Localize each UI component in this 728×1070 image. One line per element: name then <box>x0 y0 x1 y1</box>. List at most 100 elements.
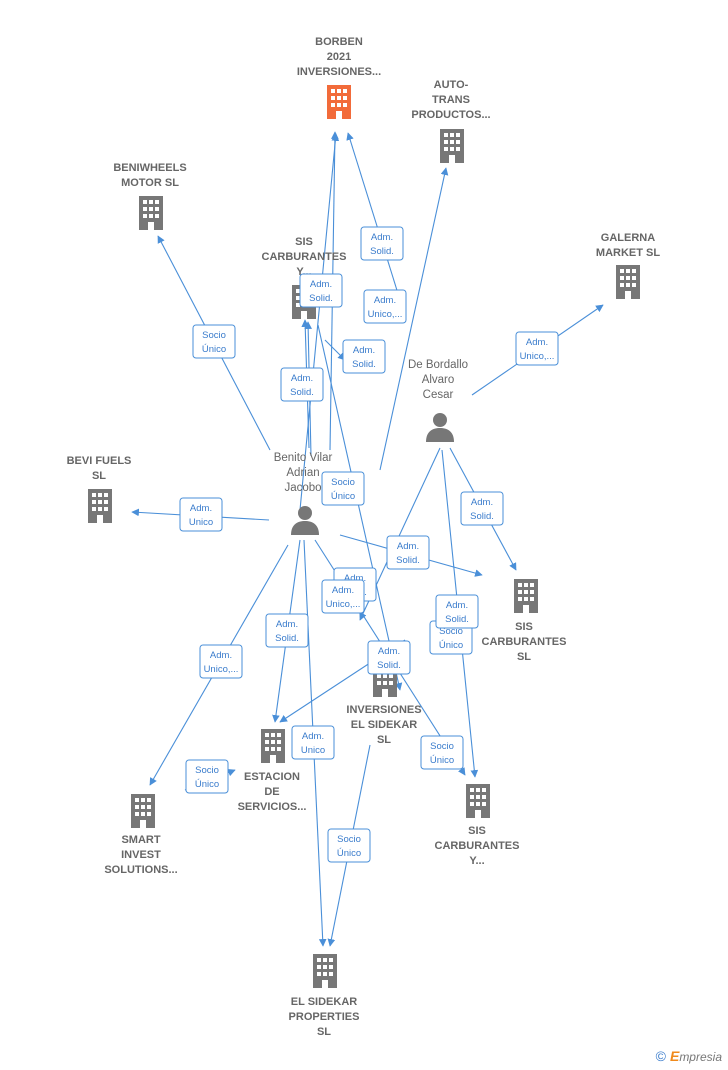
node-label-line: INVERSIONES <box>346 704 421 716</box>
relation-label[interactable]: Adm.Unico,... <box>321 579 365 614</box>
company-node[interactable]: AUTO-TRANSPRODUCTOS... <box>411 79 491 163</box>
relation-label[interactable]: Adm.Unico <box>291 725 335 760</box>
relation-text-line: Adm. <box>353 345 375 356</box>
relation-box <box>321 579 365 614</box>
node-label-line: Cesar <box>423 389 454 401</box>
company-node[interactable]: SISCARBURANTESY... <box>435 784 520 867</box>
relation-text-line: Socio <box>439 626 463 637</box>
relation-text-line: Solid. <box>445 614 469 625</box>
node-label-line: Alvaro <box>422 374 455 386</box>
relation-label[interactable]: Adm. Solid. <box>342 339 386 374</box>
node-label-line: EL SIDEKAR <box>291 996 357 1008</box>
relation-text-line: Solid. <box>290 387 314 398</box>
relation-text-line: Solid. <box>275 633 299 644</box>
relation-box <box>360 226 404 261</box>
copyright-icon: © <box>655 1048 666 1064</box>
relation-label[interactable]: Adm. Solid. <box>265 613 309 648</box>
company-node[interactable]: ESTACIONDESERVICIOS... <box>238 729 307 813</box>
relation-text-line: Adm. <box>371 232 393 243</box>
company-node[interactable]: SMARTINVESTSOLUTIONS... <box>104 794 178 876</box>
relation-box <box>327 828 371 863</box>
building-icon <box>313 954 337 988</box>
relation-label[interactable]: Adm.Unico,... <box>199 644 243 679</box>
relation-box <box>321 471 365 506</box>
relation-text-line: Socio <box>202 330 226 341</box>
relation-text-line: Adm. <box>291 373 313 384</box>
edge-line <box>346 132 401 301</box>
node-label-line: MOTOR SL <box>121 177 179 189</box>
relation-label[interactable]: Adm.Solid. <box>460 491 504 526</box>
brand-name: mpresia <box>679 1050 722 1064</box>
node-label-line: CARBURANTES <box>262 251 347 263</box>
relation-text-line: Adm. <box>310 279 332 290</box>
relation-label[interactable]: Adm.Solid. <box>299 273 343 308</box>
relation-text-line: Socio <box>331 477 355 488</box>
relation-box <box>435 594 479 629</box>
relation-text-line: Adm. <box>446 600 468 611</box>
relation-text-line: Único <box>195 779 219 790</box>
relation-label[interactable]: Adm. Solid. <box>367 640 411 675</box>
relation-label[interactable]: Adm.Unico,... <box>363 289 407 324</box>
relation-label[interactable]: Adm.Unico <box>179 497 223 532</box>
relation-text-line: Adm. <box>276 619 298 630</box>
company-node[interactable]: INVERSIONES EL SIDEKAR SL <box>346 663 422 746</box>
node-label-line: PROPERTIES <box>289 1011 360 1023</box>
nodes-layer: BORBEN2021INVERSIONES...AUTO-TRANSPRODUC… <box>67 36 661 1038</box>
relation-text-line: Solid. <box>377 660 401 671</box>
relation-label[interactable]: Adm. Solid. <box>360 226 404 261</box>
relation-box <box>291 725 335 760</box>
relation-text-line: Adm. <box>344 573 366 584</box>
node-label-line: SIS <box>515 621 533 633</box>
relation-label[interactable]: Adm. Solid. <box>280 367 324 402</box>
relation-text-line: Único <box>337 848 361 859</box>
relation-text-line: Solid. <box>370 246 394 257</box>
relation-text-line: Unico,... <box>326 599 361 610</box>
relation-box <box>280 367 324 402</box>
relation-text-line: Adm. <box>471 497 493 508</box>
node-label-line: AUTO- <box>434 79 469 91</box>
node-label-line: SIS <box>468 825 486 837</box>
relation-text-line: Único <box>202 344 226 355</box>
relation-box <box>386 535 430 570</box>
node-label-line: INVERSIONES... <box>297 66 381 78</box>
node-label-line: SERVICIOS... <box>238 801 307 813</box>
node-label-line: BEVI FUELS <box>67 455 132 467</box>
person-icon <box>291 506 319 535</box>
relation-text-line: Socio <box>430 741 454 752</box>
node-label-line: EL SIDEKAR <box>351 719 417 731</box>
building-icon <box>88 489 112 523</box>
company-node[interactable]: BORBEN2021INVERSIONES... <box>297 36 381 119</box>
node-label-line: 2021 <box>327 51 351 63</box>
relation-box <box>342 339 386 374</box>
relation-label[interactable]: Adm.Unico,... <box>515 331 559 366</box>
node-label-line: BENIWHEELS <box>113 162 186 174</box>
node-label-line: Adrian <box>286 467 319 479</box>
footer-brand[interactable]: ©Empresia <box>656 1048 722 1064</box>
relation-text-line: Solid. <box>352 359 376 370</box>
node-label-line: SL <box>377 734 391 746</box>
relation-text-line: Único <box>439 640 463 651</box>
relation-label[interactable]: Adm. Solid. <box>435 594 479 629</box>
relation-box <box>179 497 223 532</box>
edge-line <box>324 339 346 361</box>
building-icon <box>616 265 640 299</box>
relation-text-line: Adm. <box>210 650 232 661</box>
company-node[interactable]: BENIWHEELS MOTOR SL <box>113 162 187 230</box>
relation-box <box>363 289 407 324</box>
relation-text-line: Adm. <box>378 646 400 657</box>
relation-text-line: Adm. <box>374 295 396 306</box>
relation-box <box>265 613 309 648</box>
relation-label[interactable]: Adm.Solid. <box>386 535 430 570</box>
